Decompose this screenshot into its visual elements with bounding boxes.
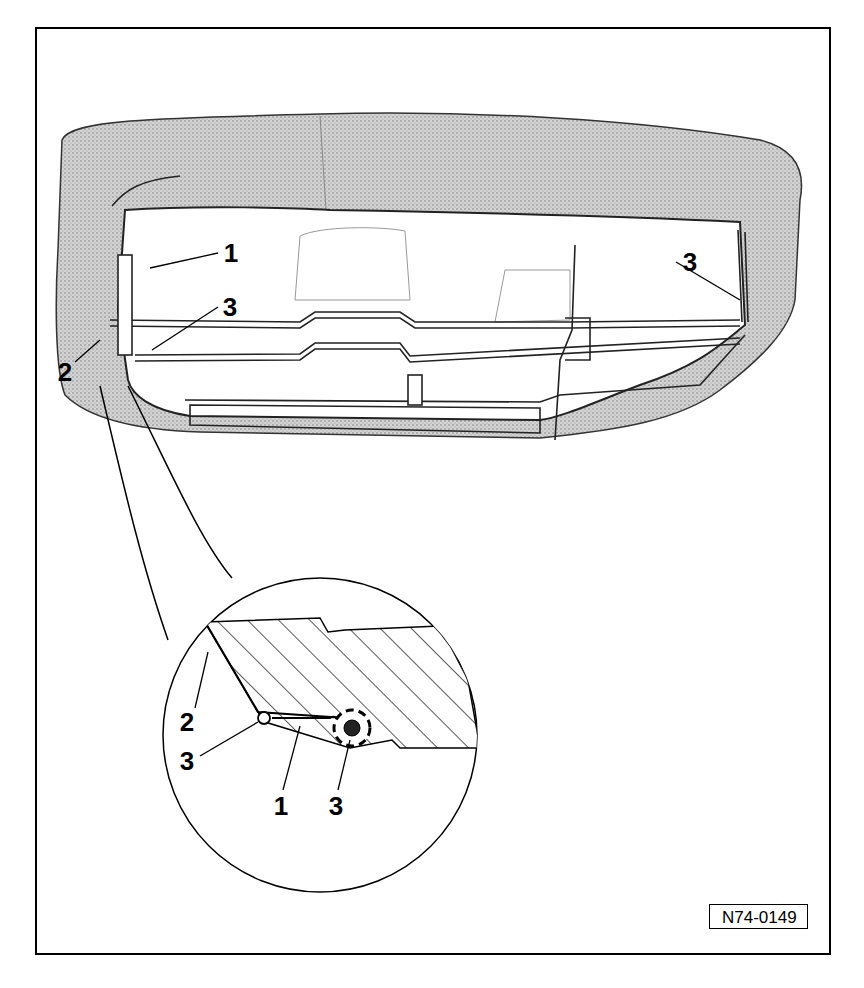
illustration-part: [185, 335, 745, 402]
illustration-part: [738, 230, 742, 322]
callout-number: 2: [180, 709, 194, 735]
illustration-part: [110, 312, 740, 322]
detail-connector: [100, 386, 232, 640]
callout-number: 2: [58, 359, 72, 385]
detail-view: [163, 578, 480, 892]
illustration-part: [745, 232, 748, 322]
illustration-part: [100, 386, 168, 640]
illustration-part: [118, 255, 132, 355]
illustration-part: [200, 722, 258, 756]
illustration-part: [110, 318, 740, 328]
illustration-part: [150, 253, 218, 268]
illustration-part: [112, 176, 180, 206]
illustration-part: [135, 344, 740, 362]
callout-number: 3: [329, 793, 343, 819]
illustration-part: [128, 386, 232, 578]
callout-number: 1: [274, 793, 288, 819]
illustration-part: [283, 726, 300, 790]
illustration-part: [118, 207, 745, 420]
callout-number: 3: [683, 249, 697, 275]
callout-number: 3: [180, 748, 194, 774]
illustration-part: [190, 405, 540, 433]
illustration-part: [495, 270, 570, 322]
illustration-part: [272, 717, 343, 720]
wire-frame: [110, 230, 748, 440]
illustration-part: [75, 340, 100, 362]
illustration-part: [565, 318, 590, 360]
illustration-part: [555, 245, 575, 440]
illustration-part: [195, 652, 208, 708]
illustration-part: [258, 712, 270, 724]
illustration-part: [320, 116, 326, 210]
callout-number: 3: [223, 294, 237, 320]
illustration-part: [295, 228, 410, 300]
reference-box: N74-0149: [709, 904, 808, 929]
illustration-part: [135, 338, 740, 356]
seat-cushion: [56, 113, 801, 438]
illustration-part: [334, 710, 370, 746]
leader-lines: [75, 253, 740, 790]
illustration-part: [152, 307, 218, 350]
illustration-part: [344, 720, 360, 736]
callout-number: 1: [224, 240, 238, 266]
illustration-part: [408, 375, 422, 405]
figure-number: N74-0149: [722, 909, 797, 926]
illustration-part: [56, 113, 801, 438]
illustration-part: [338, 740, 350, 790]
illustration-part: [205, 622, 345, 718]
frame: [36, 28, 830, 954]
